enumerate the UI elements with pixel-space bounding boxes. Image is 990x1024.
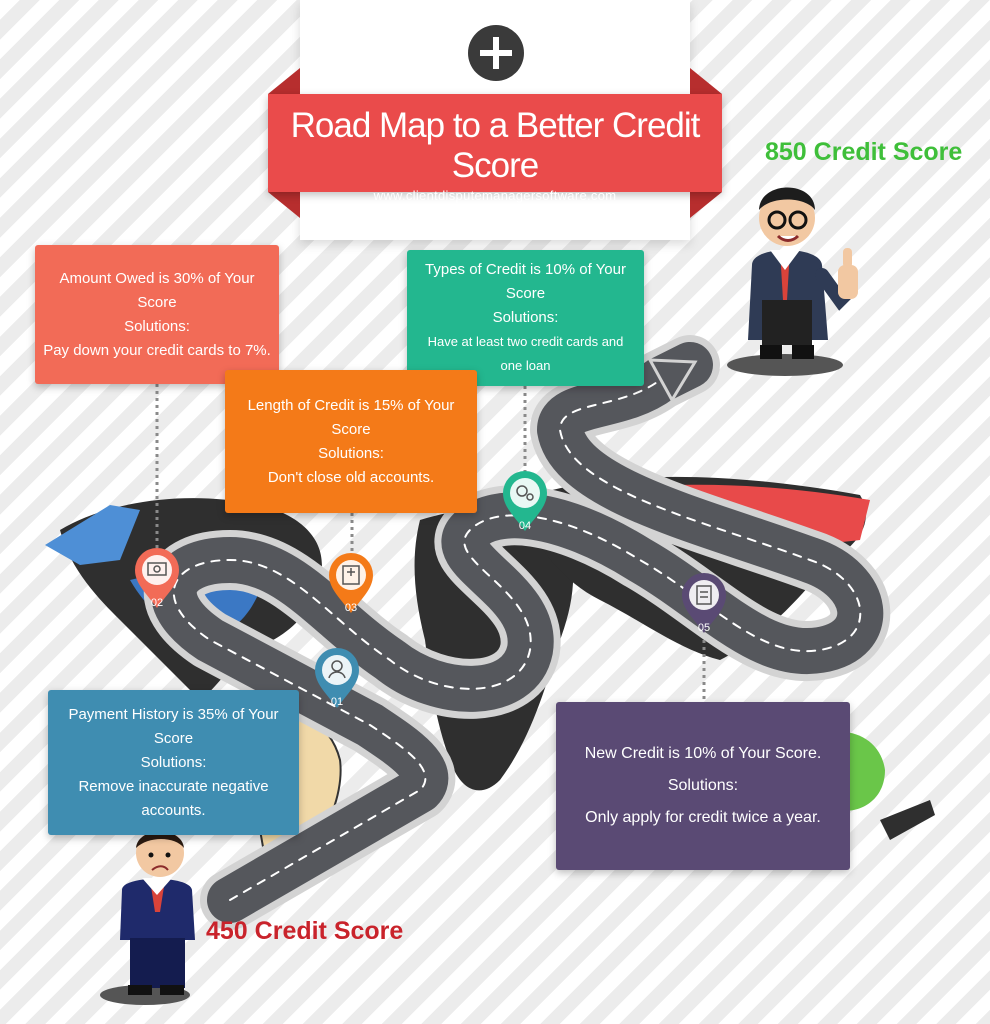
step-03-title: Length of Credit is 15% of Your Score xyxy=(247,396,455,438)
pin-04-number: 04 xyxy=(519,520,531,532)
pin-03-number: 03 xyxy=(345,602,357,614)
plus-badge xyxy=(468,25,524,81)
ribbon-fold xyxy=(268,68,300,94)
step-05-title: New Credit is 10% of Your Score. xyxy=(584,745,822,762)
winding-road xyxy=(143,335,891,930)
happy-businessman-illustration xyxy=(727,187,858,376)
calculator-icon xyxy=(342,565,360,585)
website-link[interactable]: www.clientdisputemanagersoftware.com xyxy=(373,188,617,203)
starting-score-label: 450 Credit Score xyxy=(206,917,404,945)
step-05-solutions-label: Solutions: xyxy=(667,777,739,794)
step-04-solution: Have at least two credit cards and one l… xyxy=(427,334,624,373)
plus-icon xyxy=(480,37,512,69)
step-02-solution: Pay down your credit cards to 7%. xyxy=(43,341,271,359)
islands-shape xyxy=(880,800,935,840)
step-01-solution: Remove inaccurate negative accounts. xyxy=(78,777,269,819)
step-01-solutions-label: Solutions: xyxy=(140,753,207,771)
title-ribbon: Road Map to a Better Credit Score www.cl… xyxy=(268,94,722,223)
greenland-shape xyxy=(45,505,140,565)
person-icon xyxy=(328,660,346,679)
step-03-solution: Don't close old accounts. xyxy=(267,468,435,486)
pin-04[interactable]: 04 xyxy=(503,471,547,532)
step-02-title: Amount Owed is 30% of Your Score xyxy=(59,269,255,311)
road-arrowhead xyxy=(647,358,698,403)
step-05-card: New Credit is 10% of Your Score. Solutio… xyxy=(556,702,850,870)
page-title: Road Map to a Better Credit Score xyxy=(290,106,701,185)
pin-01-number: 01 xyxy=(331,696,343,708)
target-score-label: 850 Credit Score xyxy=(765,138,963,166)
step-01-card: Payment History is 35% of Your Score Sol… xyxy=(48,690,299,835)
clipboard-icon xyxy=(696,585,712,605)
ribbon-fold xyxy=(690,192,722,218)
step-04-title: Types of Credit is 10% of Your Score xyxy=(425,261,626,302)
ribbon-fold xyxy=(690,68,722,94)
step-01-title: Payment History is 35% of Your Score xyxy=(68,705,279,747)
sad-businessman-illustration xyxy=(100,829,195,1005)
pin-02-number: 02 xyxy=(151,597,163,609)
step-04-card: Types of Credit is 10% of Your Score Sol… xyxy=(407,250,644,386)
step-02-solutions-label: Solutions: xyxy=(124,317,190,335)
money-icon xyxy=(147,562,167,576)
step-05-solution: Only apply for credit twice a year. xyxy=(585,809,821,826)
ribbon-fold xyxy=(268,192,300,218)
pin-05-number: 05 xyxy=(698,622,710,634)
step-03-card: Length of Credit is 15% of Your Score So… xyxy=(225,370,477,513)
step-02-card: Amount Owed is 30% of Your Score Solutio… xyxy=(35,245,279,384)
gears-icon xyxy=(516,485,534,501)
phone-number[interactable]: 1-888-959-1462 xyxy=(449,208,541,223)
step-04-solutions-label: Solutions: xyxy=(492,309,559,326)
step-03-solutions-label: Solutions: xyxy=(318,444,384,462)
